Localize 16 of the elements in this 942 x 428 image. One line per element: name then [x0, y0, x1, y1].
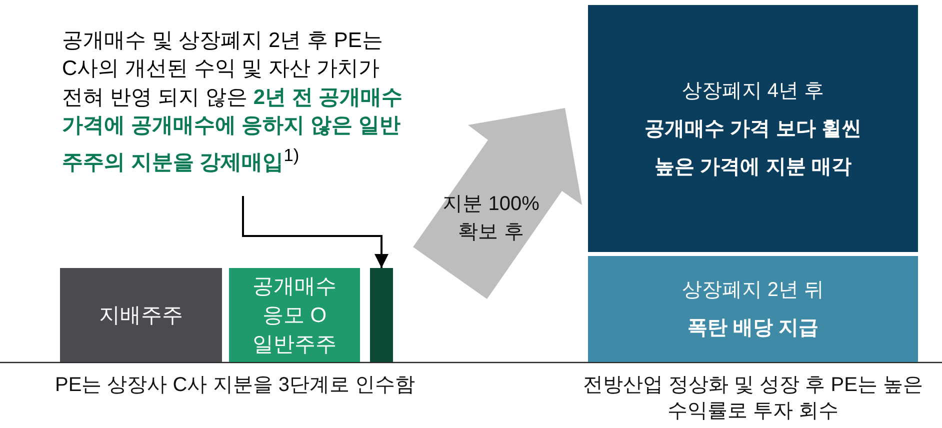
box-label: 지배주주 — [99, 302, 183, 328]
annotation-text: 공개매수 및 상장폐지 2년 후 PE는 C사의 개선된 수익 및 자산 가치가 전혀 반영 되지 않은 2년 전 공개매수 가격에 공개매수에 응하지 않은 일반 주주의 지분을 강제매입$^{1)}$ — [62, 28, 404, 176]
leader-arrow — [242, 196, 388, 268]
result-panel — [588, 5, 918, 252]
caption-text: 전방산업 정상화 및 성장 후 PE는 높은 수익률로 투자 회수 — [582, 373, 924, 424]
box-label: 폭탄 배당 지급 — [686, 316, 820, 341]
result-panel — [588, 256, 918, 362]
box-label: 공개매수 가격 보다 휠씬 높은 가격에 지분 매각 — [644, 116, 862, 180]
box-label: 공개매수 응모 O 일반주주 — [252, 274, 338, 358]
stacked-block — [229, 268, 360, 362]
stacked-block — [60, 268, 222, 362]
caption-text: PE는 상장사 C사 지분을 3단계로 인수함 — [54, 373, 416, 398]
box-label: 지분 100% 확보 후 — [442, 192, 540, 244]
bar — [370, 268, 393, 362]
box-label: 상장폐지 2년 뒤 — [682, 278, 824, 303]
box-label: 상장폐지 4년 후 — [682, 78, 824, 104]
